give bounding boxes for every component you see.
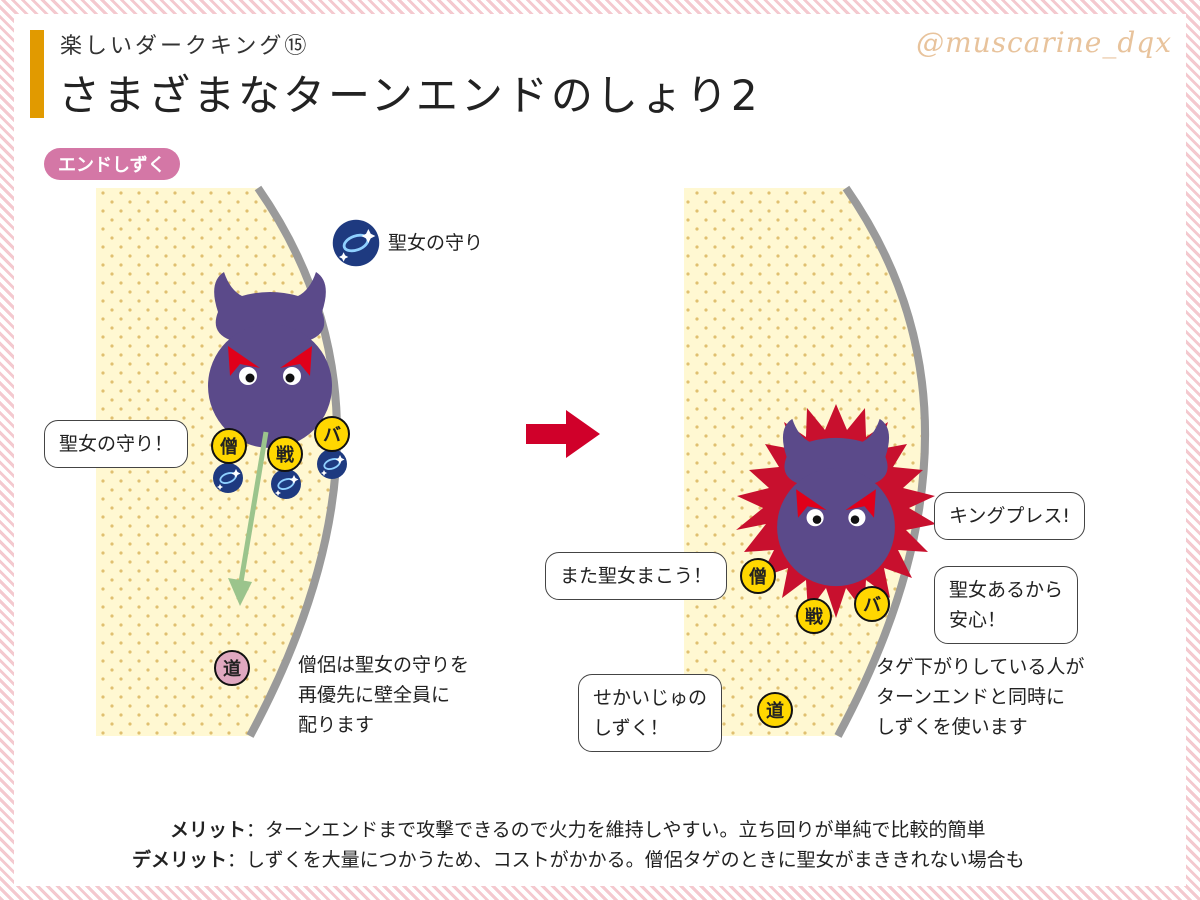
dark-king-left: [208, 272, 332, 448]
note-line: 僧侶は聖女の守りを: [298, 654, 470, 676]
note-line: しずくを使います: [876, 716, 1028, 738]
token-priest: 僧: [740, 558, 776, 594]
bubble-text: また聖女まこう！: [560, 565, 713, 587]
bubble-berserker: 聖女あるから 安心！: [934, 566, 1079, 644]
merit-label: メリット: [170, 819, 247, 841]
section-label: エンドしずく: [44, 148, 180, 180]
holy-protection-icon: [316, 448, 348, 480]
token-berserker: バ: [314, 416, 350, 452]
demerit-line: デメリット：しずくを大量につかうため、コストがかかる。僧侶タゲのときに聖女がまき…: [132, 846, 1025, 875]
note-line: タゲ下がりしている人が: [876, 656, 1085, 678]
note-line: 再優先に壁全員に: [298, 684, 451, 706]
demerit-label: デメリット: [132, 849, 228, 871]
arena-wall-right: [834, 185, 930, 738]
token-priest: 僧: [211, 428, 247, 464]
demerit-text: ：しずくを大量につかうため、コストがかかる。僧侶タゲのときに聖女がまききれない場…: [227, 849, 1025, 871]
token-warrior: 戦: [267, 436, 303, 472]
bubble-text: 安心！: [949, 609, 1007, 631]
bubble-priest: また聖女まこう！: [545, 552, 728, 600]
bubble-text: 聖女の守り！: [59, 433, 174, 455]
holy-protection-icon: [212, 462, 244, 494]
dark-king-right: [777, 418, 895, 587]
holy-protection-icon: [331, 218, 381, 268]
bubble-king-press: キングプレス!: [934, 492, 1086, 540]
holy-protection-icon: [270, 468, 302, 500]
token-tool: 道: [757, 692, 793, 728]
subtitle: 楽しいダークキング⑮: [60, 34, 310, 59]
token-warrior: 戦: [796, 598, 832, 634]
bubble-text: キングプレス!: [949, 505, 1071, 527]
title-accent-bar: [30, 30, 44, 118]
note-line: 配ります: [298, 714, 375, 736]
token-tool: 道: [214, 650, 250, 686]
bubble-text: せかいじゅの: [593, 687, 708, 709]
bubble-text: しずく！: [593, 717, 669, 739]
legend-label: 聖女の守り: [388, 232, 484, 254]
arena-right: [684, 185, 930, 738]
bubble-holy-protection: 聖女の守り！: [44, 420, 189, 468]
merit-text: ：ターンエンドまで攻撃できるので火力を維持しやすい。立ち回りが単純で比較的簡単: [246, 819, 986, 841]
note-line: ターンエンドと同時に: [876, 686, 1066, 708]
transition-arrow: [526, 410, 600, 458]
move-arrow: [228, 431, 269, 606]
page-title: さまざまなターンエンドのしょり2: [58, 71, 761, 120]
note-left: 僧侶は聖女の守りを 再優先に壁全員に 配ります: [298, 650, 469, 740]
note-right: タゲ下がりしている人が ターンエンドと同時に しずくを使います: [876, 652, 1084, 742]
bubble-text: 聖女あるから: [949, 579, 1064, 601]
token-berserker: バ: [854, 586, 890, 622]
bubble-tool: せかいじゅの しずく！: [578, 674, 723, 752]
watermark: @muscarine_dqx: [916, 26, 1172, 59]
merit-line: メリット：ターンエンドまで攻撃できるので火力を維持しやすい。立ち回りが単純で比較…: [170, 816, 986, 845]
